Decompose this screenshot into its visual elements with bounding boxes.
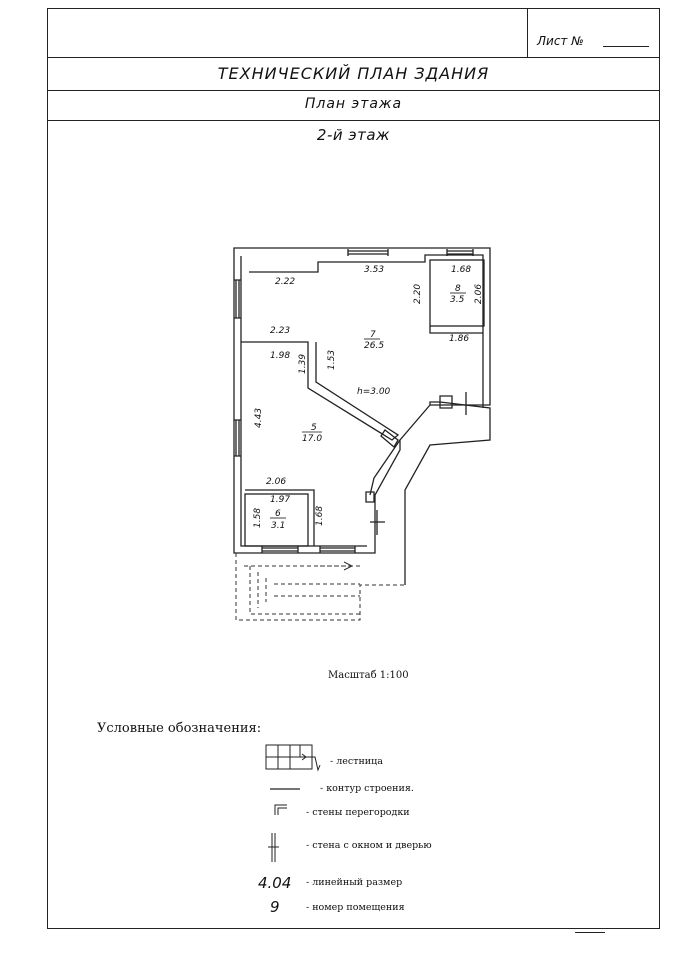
room-number: 6 [275,509,281,519]
ceiling-height-label: h=3.00 [357,387,391,397]
title-row-divider [47,90,660,91]
dimension-label: 1.68 [451,265,471,275]
dimension-label: 1.39 [298,354,308,374]
legend-title: Условные обозначения: [97,721,262,736]
door-mark [439,392,467,415]
bottom-mark [575,932,605,933]
window-mark [234,279,241,319]
legend-sample-room-number: 9 [270,898,280,916]
title-row-divider [47,57,660,58]
room-number: 8 [455,284,461,294]
exterior-stair [244,565,360,615]
exterior-stair [235,553,405,621]
dimension-label: 3.53 [364,265,384,275]
legend-sample-dimension: 4.04 [258,874,292,892]
outer-wall [233,247,491,554]
window-mark [347,249,389,256]
partition-wall [241,341,400,441]
document-title: ТЕХНИЧЕСКИЙ ПЛАН ЗДАНИЯ [217,64,490,83]
sheet-number-blank [603,46,649,47]
dimension-label: 1.68 [315,506,325,526]
dimension-label: 1.98 [270,351,290,361]
legend-item-stair: - лестница [330,756,383,767]
stair-arrow [343,561,354,571]
window-mark [261,546,299,553]
room-area: 17.0 [302,434,322,444]
room-number: 5 [311,423,317,433]
stair-wing-wall [365,491,375,503]
partition-wall-icon [274,804,287,815]
dimension-label: 2.22 [275,277,295,287]
scale-label: Масштаб 1:100 [328,670,409,681]
legend-item-partition: - стены перегородки [306,807,410,818]
dimension-label: 1.53 [327,350,337,370]
legend-item-window-door: - стена с окном и дверью [306,840,432,851]
outer-wall-inner [249,254,484,408]
dimension-label: 2.23 [270,326,290,336]
dimension-label: 2.06 [474,284,484,304]
stair-wing-wall [369,439,401,496]
room-number: 7 [370,330,376,340]
partition-wall [429,326,483,334]
stair-symbol-icon [265,744,321,772]
room-area: 26.5 [364,341,384,351]
dimension-label: 1.97 [270,495,290,505]
partition-wall [245,489,315,546]
room-8-walls [429,259,485,327]
window-mark [446,249,474,256]
window-mark [234,419,241,457]
dimension-label: 2.20 [413,284,423,304]
floor-label: 2-й этаж [316,126,391,144]
sheet-number-label: Лист № [537,34,584,48]
room-area: 3.5 [450,295,465,305]
dimension-label: 1.86 [449,334,469,344]
legend-item-dimension: - линейный размер [306,877,403,888]
dimension-label: 1.58 [253,508,263,528]
sheet-number-box [527,8,660,58]
wall-window-door-icon [268,833,279,862]
outer-wall-inner [240,256,367,547]
room-6-walls [244,493,309,547]
room-area: 3.1 [271,521,285,531]
dimension-label: 2.06 [266,477,286,487]
stair-wing-wall [404,401,491,585]
legend-item-room-number: - номер помещения [306,902,405,913]
dimension-label: 4.43 [254,408,264,428]
door-mark [380,429,399,449]
exterior-stair [257,572,360,608]
door-mark [370,510,385,535]
drawing-frame [47,8,660,929]
title-row-divider [47,120,660,121]
legend-item-outline: - контур строения. [320,783,414,794]
document-subtitle: План этажа [304,96,403,112]
window-mark [319,546,356,553]
